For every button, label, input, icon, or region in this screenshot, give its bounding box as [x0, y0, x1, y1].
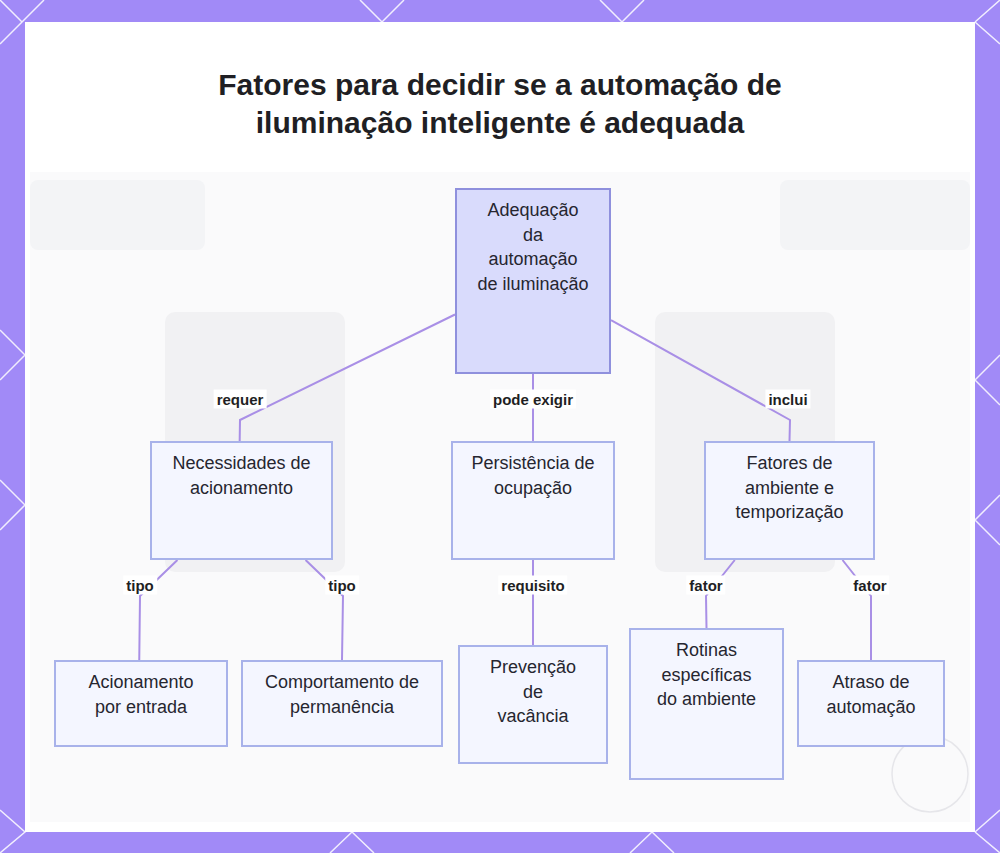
- connector-label: inclui: [765, 390, 810, 409]
- connector-label: tipo: [325, 576, 359, 595]
- concept-box: Persistência de ocupação: [451, 441, 615, 560]
- diagram-title: Fatores para decidir se a automação de i…: [200, 66, 800, 142]
- concept-box: Rotinas específicas do ambiente: [629, 628, 784, 780]
- concept-box: Acionamento por entrada: [54, 660, 228, 747]
- node-label: Adequação da automação de iluminação: [477, 198, 589, 296]
- node-label: Comportamento de permanência: [257, 670, 427, 719]
- node-label: Rotinas específicas do ambiente: [652, 638, 762, 712]
- node-label: Necessidades de acionamento: [172, 451, 312, 500]
- connector-line: [240, 314, 455, 441]
- connector-label: tipo: [123, 576, 157, 595]
- node-label: Acionamento por entrada: [74, 670, 209, 719]
- connector-label: requer: [214, 390, 267, 409]
- concept-box: Atraso de automação: [797, 660, 945, 747]
- node-label: Prevenção de vacância: [486, 655, 581, 729]
- node-label: Fatores de ambiente e temporização: [720, 451, 860, 525]
- concept-box: Prevenção de vacância: [458, 645, 608, 764]
- node-label: Persistência de ocupação: [468, 451, 598, 500]
- concept-box: Fatores de ambiente e temporização: [704, 441, 875, 560]
- concept-box: Necessidades de acionamento: [150, 441, 333, 560]
- connector-label: pode exigir: [490, 390, 576, 409]
- node-label: Atraso de automação: [815, 670, 927, 719]
- connector-line: [611, 320, 790, 441]
- connector-label: fator: [850, 576, 889, 595]
- connector-line: [532, 560, 534, 645]
- root-concept-box: Adequação da automação de iluminação: [455, 188, 611, 374]
- concept-box: Comportamento de permanência: [241, 660, 443, 747]
- connector-label: requisito: [498, 576, 567, 595]
- connector-label: fator: [686, 576, 725, 595]
